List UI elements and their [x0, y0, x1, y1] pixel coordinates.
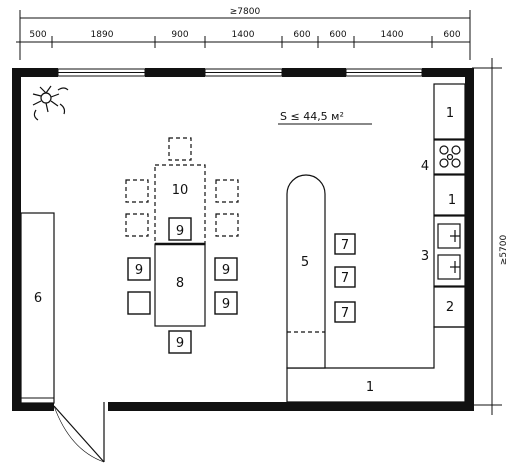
counter-mid-label: 1: [448, 193, 456, 208]
sink-icon: [437, 223, 461, 280]
plant-icon: [32, 85, 69, 121]
chair-icon: [127, 257, 151, 281]
chairs: [127, 217, 238, 354]
dining-table-label: 8: [176, 276, 184, 291]
chair-icon: [214, 291, 238, 315]
segment-label: 1890: [91, 30, 114, 40]
counter-return: [286, 326, 466, 403]
area-label: S ≤ 44,5 м²: [280, 110, 344, 123]
island-label: 5: [301, 255, 309, 270]
segment-label: 600: [443, 30, 460, 40]
stool-label: 7: [341, 306, 349, 321]
chair-icon: [214, 257, 238, 281]
entry-door: [53, 402, 105, 463]
windows: [57, 68, 423, 77]
storage-unit: [20, 212, 55, 404]
walls: [12, 68, 474, 411]
segment-label: 1400: [381, 30, 404, 40]
counter-upper-label: 1: [446, 106, 454, 121]
counter-bottom-label: 1: [366, 380, 374, 395]
chair-label: 9: [222, 297, 230, 312]
chair-icon: [168, 217, 192, 241]
segment-label: 1400: [232, 30, 255, 40]
dining-table: [154, 243, 206, 327]
stool-icon: [334, 301, 356, 323]
stools: [334, 233, 356, 323]
right-dimension-line: [472, 58, 502, 415]
cooktop-label: 4: [421, 159, 429, 174]
island: [286, 174, 326, 369]
sinks-label: 3: [421, 249, 429, 264]
chair-icon: [127, 291, 151, 315]
stool-label: 7: [341, 238, 349, 253]
cooktop-icon: [439, 145, 461, 168]
chair-label: 9: [135, 263, 143, 278]
segment-label: 600: [329, 30, 346, 40]
chair-label: 9: [176, 224, 184, 239]
segment-label: 600: [293, 30, 310, 40]
total-width-label: ≥7800: [230, 7, 261, 17]
chair-label: 9: [222, 263, 230, 278]
chair-label: 9: [176, 336, 184, 351]
storage-label: 6: [34, 291, 42, 306]
stool-icon: [334, 266, 356, 288]
segment-label: 500: [29, 30, 46, 40]
stool-label: 7: [341, 271, 349, 286]
appliance-label: 2: [446, 300, 454, 315]
stool-icon: [334, 233, 356, 255]
top-dimension-chain: [16, 10, 471, 60]
extension-table-label: 10: [172, 183, 189, 198]
chair-icon: [168, 330, 192, 354]
depth-label: ≥5700: [499, 235, 509, 266]
segment-label: 900: [171, 30, 188, 40]
